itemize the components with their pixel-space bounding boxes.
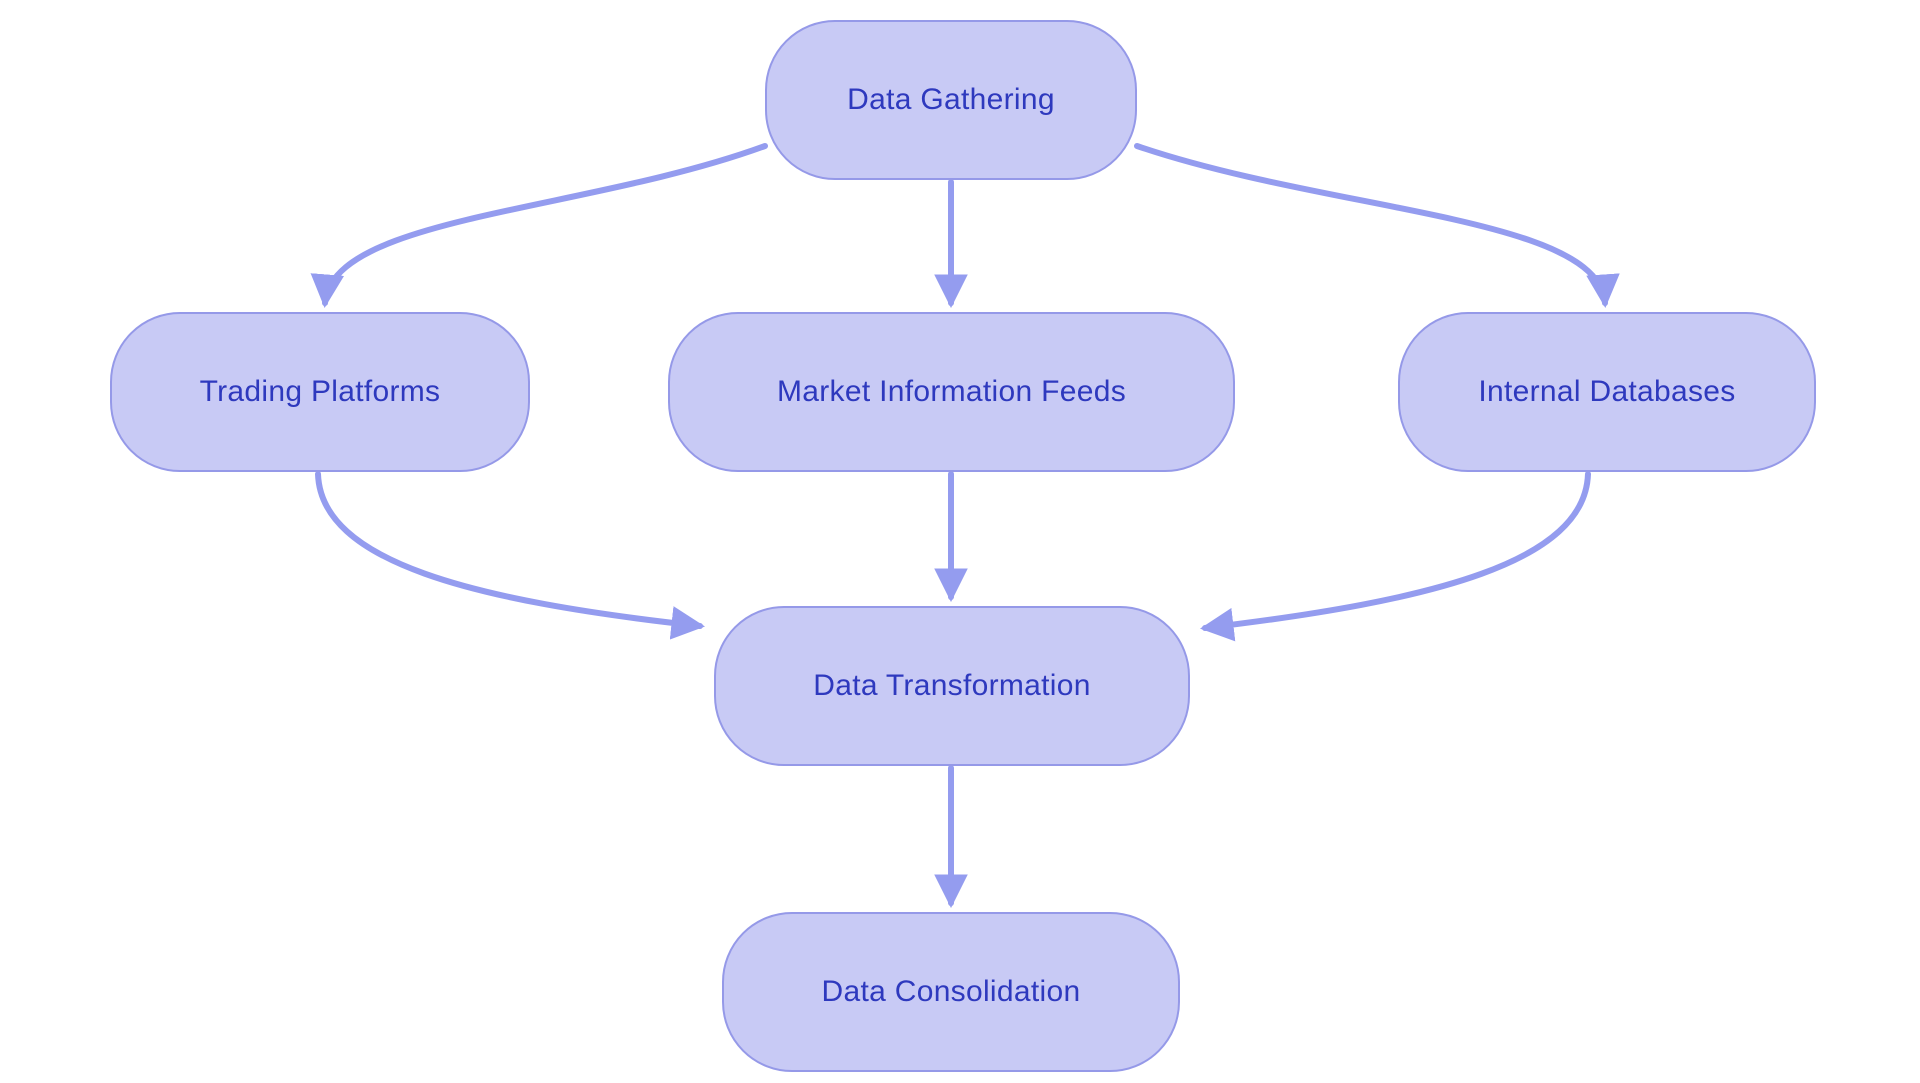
- node-data-consolidation: Data Consolidation: [722, 912, 1180, 1072]
- node-internal-databases-label: Internal Databases: [1478, 375, 1736, 408]
- node-internal-databases: Internal Databases: [1398, 312, 1816, 472]
- node-trading-platforms: Trading Platforms: [110, 312, 530, 472]
- node-trading-platforms-label: Trading Platforms: [199, 375, 441, 408]
- edge-internal-databases-to-data-transformation: [1199, 471, 1591, 642]
- edge-data-gathering-to-trading-platforms: [310, 143, 768, 309]
- node-data-consolidation-label: Data Consolidation: [821, 975, 1081, 1008]
- edge-data-gathering-to-internal-databases: [1134, 143, 1620, 309]
- node-market-information-feeds: Market Information Feeds: [668, 312, 1235, 472]
- node-data-transformation: Data Transformation: [714, 606, 1190, 766]
- edge-trading-platforms-to-data-transformation: [315, 471, 706, 640]
- node-data-gathering: Data Gathering: [765, 20, 1137, 180]
- node-data-transformation-label: Data Transformation: [813, 669, 1091, 702]
- node-market-information-feeds-label: Market Information Feeds: [776, 375, 1126, 408]
- node-data-gathering-label: Data Gathering: [847, 83, 1055, 116]
